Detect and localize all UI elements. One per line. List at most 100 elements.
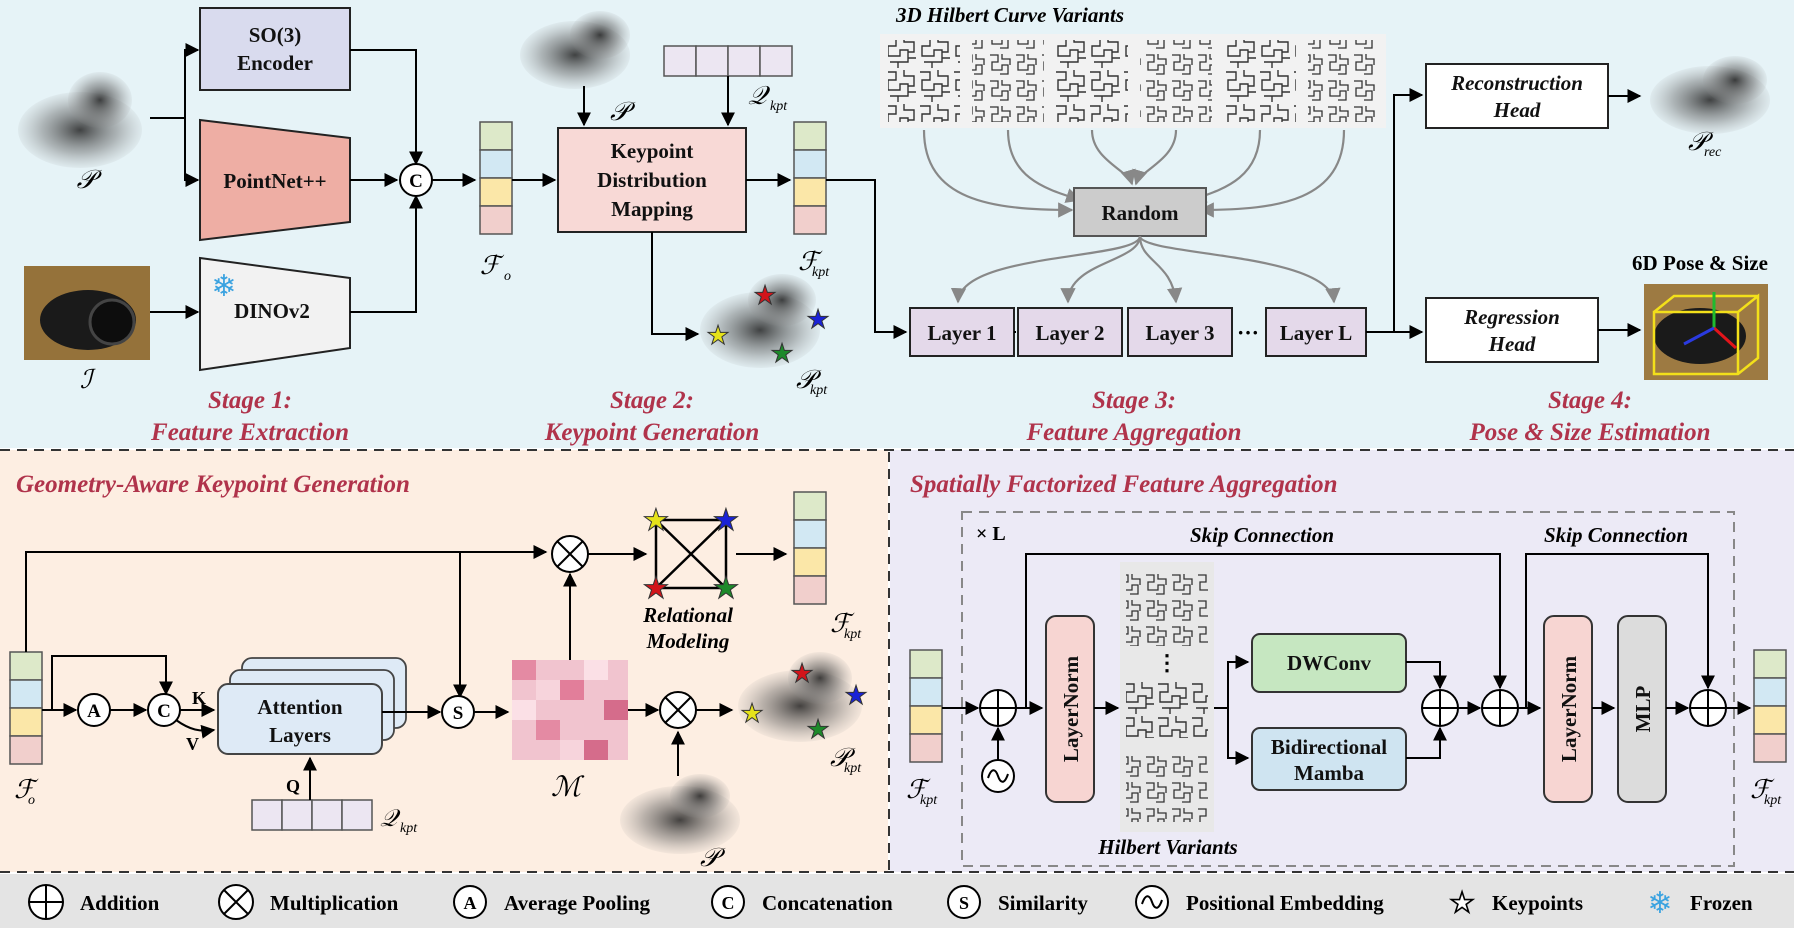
reconstructed-point-cloud (1650, 56, 1770, 134)
svg-text:★: ★ (740, 699, 763, 728)
addition-icon (28, 884, 64, 920)
svg-text:Layer 2: Layer 2 (1035, 321, 1104, 345)
legend: Addition Multiplication A Average Poolin… (0, 874, 1794, 928)
svg-text:o: o (504, 269, 511, 284)
positional-embedding-op (981, 759, 1015, 793)
svg-text:Multiplication: Multiplication (270, 891, 399, 915)
svg-text:★: ★ (643, 572, 670, 605)
svg-text:Modeling: Modeling (646, 629, 730, 653)
frozen-legend-icon: ❄ (1647, 887, 1672, 920)
layernorm-block-2: LayerNorm (1543, 615, 1593, 803)
rgb-image-input (24, 266, 150, 360)
svg-text:Relational: Relational (642, 603, 733, 627)
svg-text:K: K (192, 688, 206, 708)
keypoint-star-red: ★ (753, 281, 776, 310)
svg-text:Keypoint: Keypoint (611, 139, 694, 163)
layernorm-block-1: LayerNorm (1045, 615, 1095, 803)
stage4-title: Stage 4: (1548, 387, 1632, 414)
pose-title: 6D Pose & Size (1632, 251, 1768, 275)
stage3-title: Stage 3: (1092, 387, 1176, 414)
svg-text:⋮: ⋮ (1156, 650, 1178, 675)
keypoint-distribution-mapping-block: Keypoint Distribution Mapping (557, 127, 747, 233)
svg-text:★: ★ (713, 504, 740, 537)
keypoint-star-green: ★ (770, 339, 793, 368)
addition-op-2 (1421, 689, 1459, 727)
svg-text:Mapping: Mapping (611, 197, 693, 221)
svg-text:rec: rec (1704, 145, 1722, 160)
sffa-feature-stack-in (909, 649, 943, 763)
layer-1-block: Layer 1 (909, 307, 1015, 357)
svg-text:kpt: kpt (844, 627, 862, 642)
svg-text:MLP: MLP (1631, 686, 1655, 733)
svg-text:Layer L: Layer L (1280, 321, 1353, 345)
svg-text:A: A (87, 701, 101, 722)
gakg-title: Geometry-Aware Keypoint Generation (16, 471, 410, 498)
svg-text:S: S (959, 893, 969, 913)
svg-text:Feature Extraction: Feature Extraction (150, 419, 349, 446)
feature-stack-fkpt (793, 121, 827, 235)
relational-modeling-graph: ★ ★ ★ ★ (642, 504, 740, 606)
bidirectional-mamba-block: Bidirectional Mamba (1251, 727, 1407, 791)
svg-text:★: ★ (790, 659, 813, 688)
svg-text:DWConv: DWConv (1287, 651, 1372, 675)
multiplication-icon (218, 884, 254, 920)
gakg-feature-stack-fo (9, 651, 43, 765)
similarity-matrix (512, 660, 628, 760)
svg-text:A: A (464, 893, 477, 913)
sffa-feature-stack-out (1753, 649, 1787, 763)
svg-text:Bidirectional: Bidirectional (1271, 735, 1387, 759)
symbol-m: ℳ (551, 772, 585, 803)
svg-text:Mamba: Mamba (1294, 761, 1364, 785)
pose-output-image (1644, 284, 1768, 380)
hilbert-variants-column (1120, 562, 1214, 832)
dinov2-block: DINOv2 (199, 256, 351, 372)
svg-text:Layers: Layers (269, 723, 331, 747)
keypoint-star-yellow: ★ (706, 321, 729, 350)
svg-text:Positional Embedding: Positional Embedding (1186, 891, 1384, 915)
layer-3-block: Layer 3 (1127, 307, 1233, 357)
hilbert-title: 3D Hilbert Curve Variants (895, 3, 1124, 27)
svg-text:Regression: Regression (1463, 305, 1560, 329)
keypoints-icon: ★ (1449, 888, 1474, 919)
svg-text:C: C (409, 171, 423, 192)
multiplication-op-top (551, 535, 589, 573)
concatenation-icon: C (711, 885, 745, 919)
svg-text:kpt: kpt (920, 793, 938, 808)
svg-text:Keypoint Generation: Keypoint Generation (544, 419, 760, 446)
svg-text:Similarity: Similarity (998, 891, 1088, 915)
sffa-title: Spatially Factorized Feature Aggregation (910, 471, 1338, 498)
layer-l-block: Layer L (1265, 307, 1367, 357)
svg-text:kpt: kpt (844, 761, 862, 776)
gakg-keypoint-cloud (738, 652, 862, 742)
svg-text:Layer 3: Layer 3 (1145, 321, 1214, 345)
svg-text:★: ★ (844, 681, 867, 710)
hilbert-variants-label: Hilbert Variants (1097, 835, 1237, 859)
layer-2-block: Layer 2 (1017, 307, 1123, 357)
svg-text:kpt: kpt (812, 265, 830, 280)
dwconv-block: DWConv (1251, 633, 1407, 693)
svg-text:Concatenation: Concatenation (762, 891, 893, 915)
feature-stack-fo (479, 121, 513, 235)
svg-text:Random: Random (1101, 201, 1179, 225)
svg-text:LayerNorm: LayerNorm (1557, 655, 1581, 762)
svg-text:kpt: kpt (810, 383, 828, 398)
svg-text:Addition: Addition (80, 891, 160, 915)
reconstruction-head-block: Reconstruction Head (1425, 63, 1609, 129)
svg-text:× L: × L (976, 523, 1006, 545)
average-pooling-icon: A (453, 885, 487, 919)
svg-text:C: C (722, 893, 735, 913)
svg-text:LayerNorm: LayerNorm (1059, 655, 1083, 762)
gakg-concatenation-op: C (147, 693, 181, 727)
point-cloud-input (18, 72, 142, 168)
query-tokens (663, 45, 793, 77)
sffa-repeat-frame (961, 511, 1735, 867)
regression-head-block: Regression Head (1425, 297, 1599, 363)
addition-op-3 (1481, 689, 1519, 727)
hilbert-curve-variants (880, 34, 1386, 128)
symbol-i: ℐ (80, 365, 96, 394)
svg-text:PointNet++: PointNet++ (223, 169, 326, 193)
gakg-symbol-q: 𝒬 (380, 806, 401, 832)
svg-text:o: o (28, 793, 35, 808)
svg-text:Distribution: Distribution (597, 168, 707, 192)
